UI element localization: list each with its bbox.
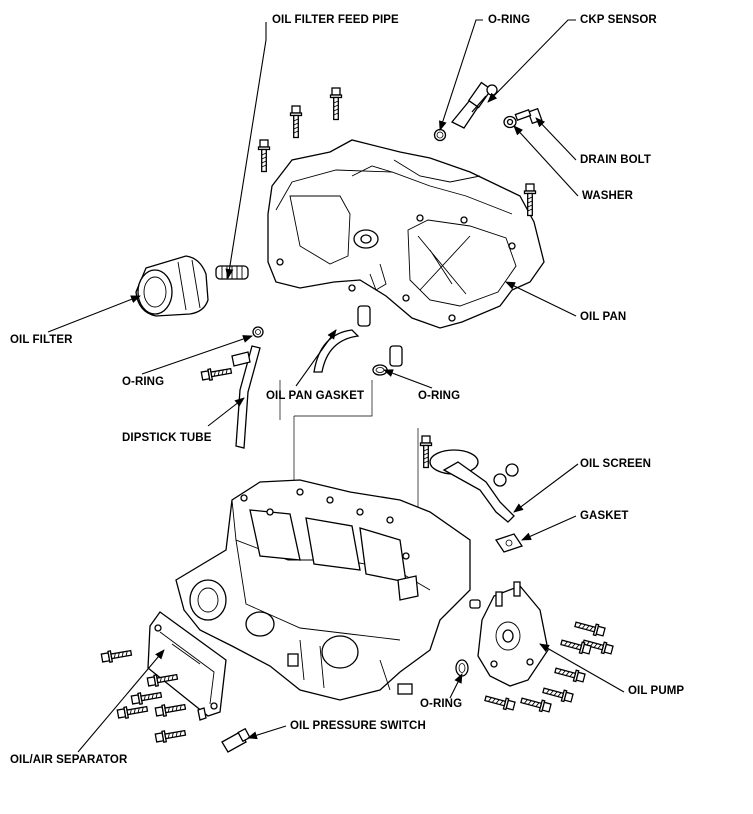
label-oil-pressure-switch: OIL PRESSURE SWITCH (290, 720, 426, 732)
oil-pump (477, 581, 549, 687)
dowel-pin (389, 345, 403, 367)
oil-pan (267, 139, 545, 329)
label-oil-filter-feed-pipe: OIL FILTER FEED PIPE (272, 14, 399, 26)
label-dipstick-tube: DIPSTICK TUBE (122, 432, 212, 444)
label-oil-filter: OIL FILTER (10, 334, 73, 346)
engine-block (175, 479, 471, 701)
ckp-sensor (450, 81, 498, 129)
oil-filter (135, 255, 209, 317)
label-oil-pump: OIL PUMP (628, 685, 685, 697)
oil-screen-gasket (494, 533, 524, 553)
oil-pressure-switch (221, 727, 251, 753)
label-o-ring-left: O-RING (122, 376, 165, 388)
dipstick-tube (200, 326, 264, 449)
label-oil-pan: OIL PAN (580, 311, 627, 323)
label-gasket: GASKET (580, 510, 629, 522)
label-oil-pan-gasket: OIL PAN GASKET (266, 390, 365, 402)
leader-lines (47, 19, 625, 753)
oil-filter-feed-pipe (215, 265, 249, 280)
label-o-ring-mid: O-RING (418, 390, 461, 402)
oil-screen (419, 435, 519, 523)
label-washer: WASHER (582, 190, 634, 202)
label-o-ring-top: O-RING (488, 14, 531, 26)
label-drain-bolt: DRAIN BOLT (580, 154, 652, 166)
drain-bolt (514, 107, 543, 125)
dowel-pin (357, 305, 371, 327)
label-oil-air-separator: OIL/AIR SEPARATOR (10, 754, 128, 766)
label-ckp-sensor: CKP SENSOR (580, 14, 657, 26)
label-oil-screen: OIL SCREEN (580, 458, 652, 470)
oil-air-separator (147, 611, 227, 721)
label-o-ring-pump: O-RING (420, 698, 463, 710)
